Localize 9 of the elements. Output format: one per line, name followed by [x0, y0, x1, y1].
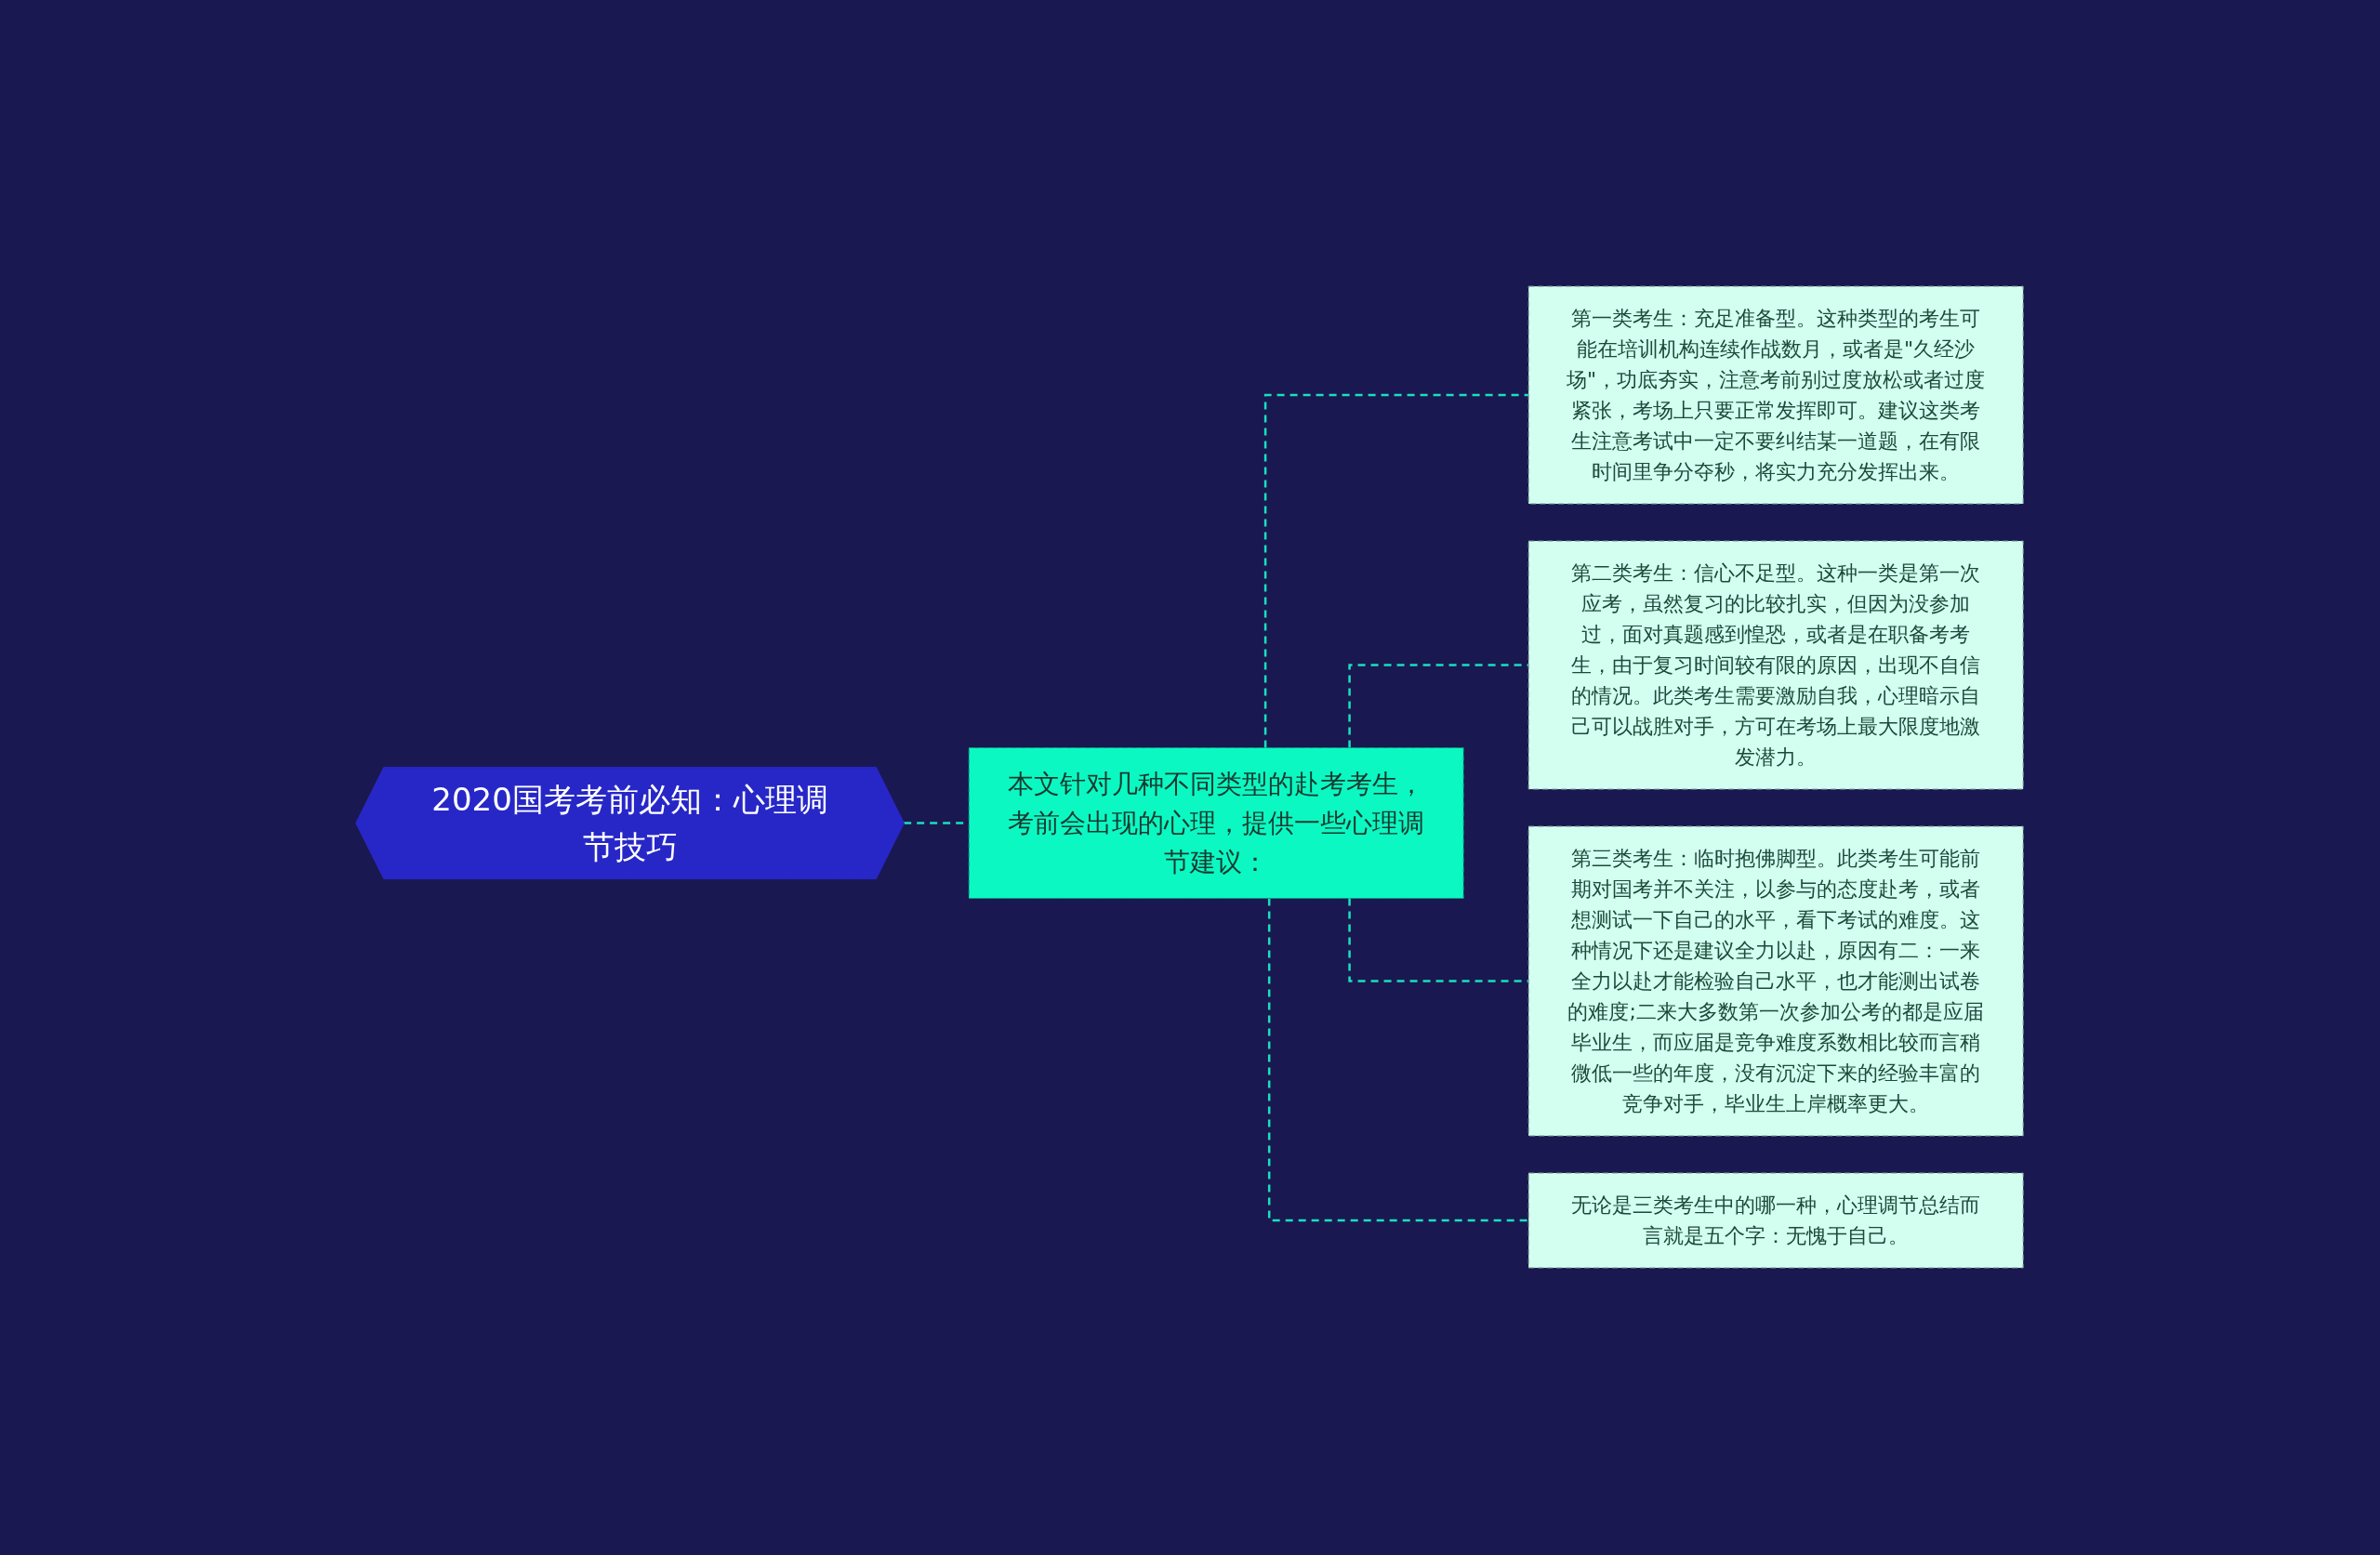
connector	[1264, 394, 1529, 748]
node-box: 第二类考生：信心不足型。这种一类是第一次应考，虽然复习的比较扎实，但因为没参加过，面对真题感到惶恐，或者是在职备考考生，由于复习时间较有限的原因，出现不自信的情况。此类考生需要激励自我，心理暗示自己可以战胜对手，方可在考场上最大限度地激发潜力。	[1528, 541, 2025, 790]
node-box: 本文针对几种不同类型的赴考考生，考前会出现的心理，提供一些心理调节建议：	[969, 747, 1465, 900]
node-box: 无论是三类考生中的哪一种，心理调节总结而言就是五个字：无愧于自己。	[1528, 1173, 2025, 1269]
connector	[1348, 664, 1529, 748]
node-box: 第一类考生：充足准备型。这种类型的考生可能在培训机构连续作战数月，或者是"久经沙场"，功底夯实，注意考前别过度放松或者过度紧张，考场上只要正常发挥即可。建议这类考生注意考试中一定不要纠结某一道题，在有限时间里争分夺秒，将实力充分发挥出来。	[1528, 286, 2025, 505]
node-box: 第三类考生：临时抱佛脚型。此类考生可能前期对国考并不关注，以参与的态度赴考，或者想测试一下自己的水平，看下考试的难度。这种情况下还是建议全力以赴，原因有二：一来全力以赴才能检验自己水平，也才能测出试卷的难度;二来大多数第一次参加公考的都是应届毕业生，而应届是竞争难度系数相比较而言稍微低一些的年度，没有沉淀下来的经验丰富的竞争对手，毕业生上岸概率更大。	[1528, 826, 2025, 1137]
connector	[1348, 899, 1529, 983]
connector	[1268, 899, 1529, 1222]
